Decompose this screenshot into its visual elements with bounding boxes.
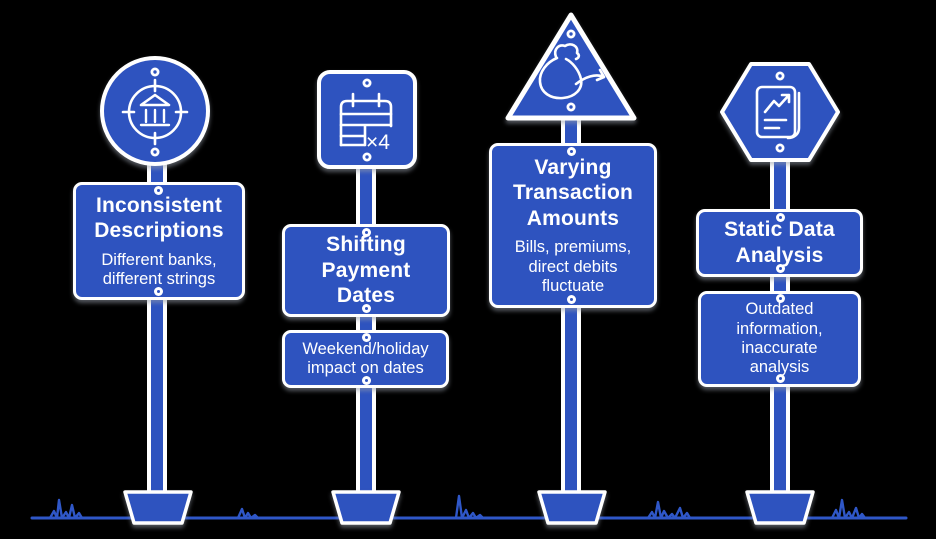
sign-weekend-holiday-impact: Weekend/holiday impact on dates (282, 330, 449, 388)
sign-varying-transaction-amounts: Varying Transaction Amounts Bills, premi… (489, 143, 657, 308)
sign-inconsistent-descriptions: Inconsistent Descriptions Different bank… (73, 182, 245, 300)
pole-base (123, 490, 193, 525)
hexagon-topper (720, 62, 840, 162)
screw (362, 333, 371, 342)
screw (362, 304, 371, 313)
sign-outdated-information: Outdated information, inaccurate analysi… (698, 291, 861, 387)
screw (154, 186, 163, 195)
sign-title: Inconsistent Descriptions (94, 193, 224, 243)
calendar-multiplier-text: ×4 (366, 131, 390, 154)
screw (362, 228, 371, 237)
screw (776, 374, 785, 383)
screw (566, 29, 576, 112)
report-document-icon (755, 85, 801, 140)
screw (362, 78, 372, 162)
sign-shifting-payment-dates: Shifting Payment Dates (282, 224, 450, 317)
screw (775, 71, 785, 153)
screw (362, 376, 371, 385)
pole-base (331, 490, 401, 525)
sign-subtitle: Different banks, different strings (101, 250, 217, 289)
triangle-topper (505, 12, 637, 121)
grass-patch (830, 498, 867, 520)
sign-subtitle: Bills, premiums, direct debits fluctuate (514, 238, 632, 296)
sign-title: Shifting Payment Dates (321, 233, 411, 308)
calendar-x4-icon (339, 92, 393, 147)
square-topper: ×4 (317, 70, 417, 169)
sign-title: Static Data Analysis (724, 218, 835, 267)
pole-base (537, 490, 607, 525)
sign-title: Varying Transaction Amounts (512, 155, 634, 230)
screw (154, 287, 163, 296)
grass-patch (646, 500, 692, 520)
screw (776, 264, 785, 273)
screw (567, 147, 576, 156)
screw (776, 294, 785, 303)
circle-topper (100, 56, 210, 166)
pole-base (745, 490, 815, 525)
money-bag-icon (538, 43, 606, 100)
sign-subtitle: Outdated information, inaccurate analysi… (736, 300, 823, 377)
bank-target-icon (121, 78, 189, 146)
sign-subtitle: Weekend/holiday impact on dates (302, 339, 429, 377)
pole (356, 150, 376, 502)
grass-patch (48, 498, 84, 520)
grass-patch (454, 494, 485, 520)
signpost-1 (100, 56, 210, 525)
screw (776, 213, 785, 222)
screw (567, 295, 576, 304)
grass-patch (236, 507, 260, 520)
screw (150, 67, 160, 157)
